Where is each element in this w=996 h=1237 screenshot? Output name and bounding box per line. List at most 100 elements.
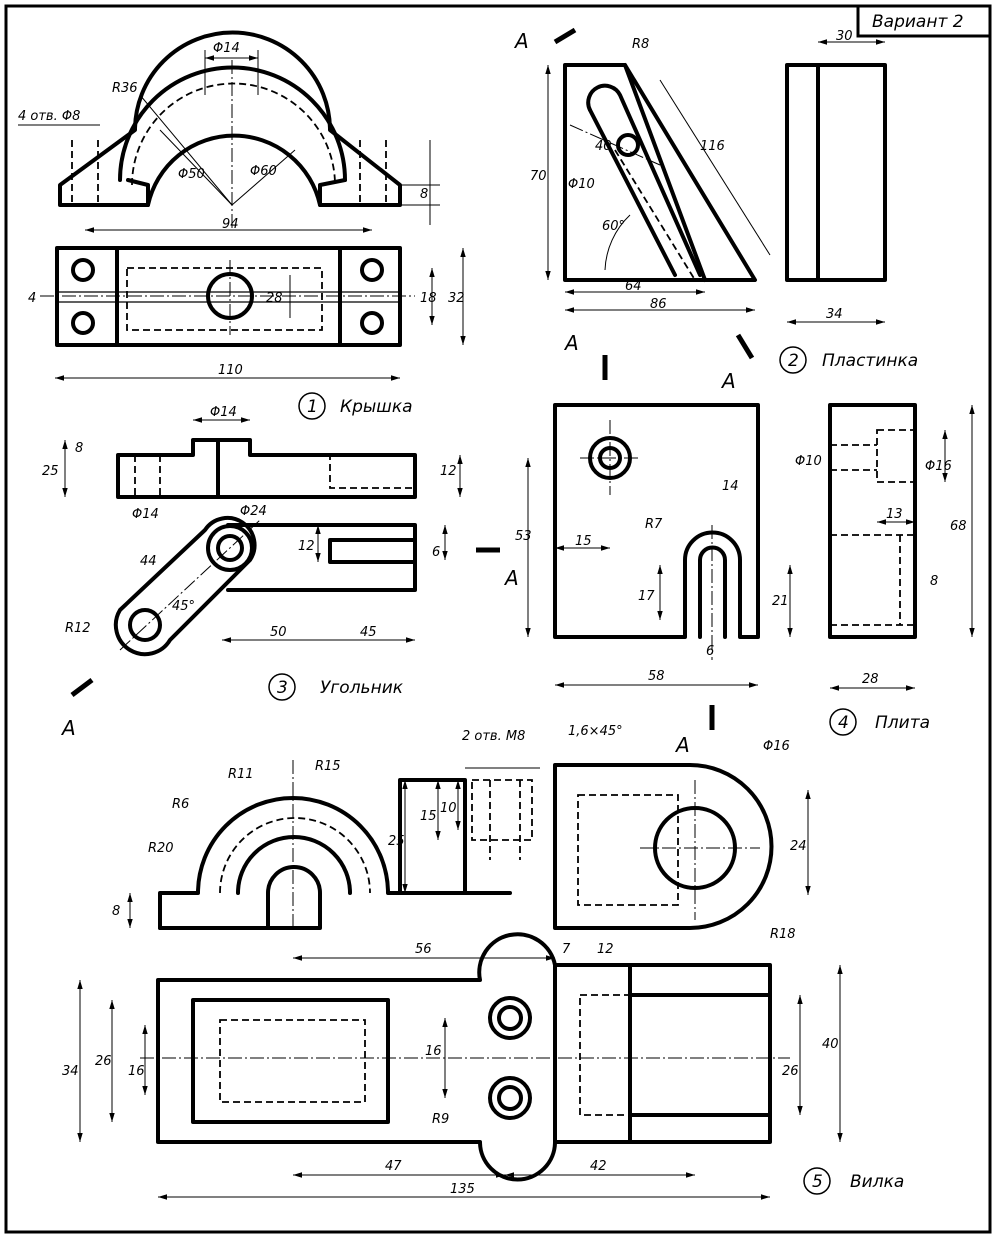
p5-h16: 16 xyxy=(128,1064,145,1079)
part-3-number: 3 xyxy=(277,678,288,698)
part-1-number-circle xyxy=(298,392,326,420)
p3-h8: 8 xyxy=(75,441,83,456)
p5-h24: 24 xyxy=(790,839,807,854)
section-mark-5: A xyxy=(60,716,76,740)
part-3-top-view xyxy=(70,515,500,697)
p3-h12: 12 xyxy=(440,464,457,479)
p1-d14: Φ14 xyxy=(213,41,240,56)
p3-a45: 45° xyxy=(172,599,195,614)
part-5-front-view xyxy=(127,760,811,930)
p2-w30: 30 xyxy=(836,29,853,44)
p5-r15: R15 xyxy=(315,759,341,774)
p3-w50: 50 xyxy=(270,625,287,640)
part-1-top-view xyxy=(40,246,466,381)
part-2-front-view xyxy=(545,27,771,360)
p5-h26: 26 xyxy=(95,1054,112,1069)
p2-l116: 116 xyxy=(700,139,725,154)
p4-w14: 14 xyxy=(722,479,739,494)
part-4-name: Плита xyxy=(875,713,930,733)
p2-h70: 70 xyxy=(530,169,547,184)
variant-box xyxy=(856,4,992,38)
p5-d16: Φ16 xyxy=(763,739,790,754)
p4-w15: 15 xyxy=(575,534,592,549)
p1-d50: Φ50 xyxy=(178,167,205,182)
p2-w64: 64 xyxy=(625,279,642,294)
p5-h8: 8 xyxy=(112,904,120,919)
p5-r20: R20 xyxy=(148,841,174,856)
p1-h32: 32 xyxy=(448,291,465,306)
variant-label: Вариант 2 xyxy=(872,12,964,32)
p4-h53: 53 xyxy=(515,529,532,544)
p5-r9: R9 xyxy=(432,1112,449,1127)
section-mark-4: A xyxy=(503,566,519,590)
p4-h17: 17 xyxy=(638,589,655,604)
section-mark-3: A xyxy=(720,369,736,393)
part-2-number-circle xyxy=(779,346,807,374)
p2-l40: 40 xyxy=(595,139,612,154)
p4-d16: Φ16 xyxy=(925,459,952,474)
p3-h12b: 12 xyxy=(298,539,315,554)
p5-h15: 15 xyxy=(420,809,437,824)
p2-w86: 86 xyxy=(650,297,667,312)
part-1-name: Крышка xyxy=(340,397,413,417)
p5-h40: 40 xyxy=(822,1037,839,1052)
p2-d10: Φ10 xyxy=(568,177,595,192)
p5-chamfer: 1,6×45° xyxy=(568,724,623,739)
p5-holes: 2 отв. M8 xyxy=(462,729,525,744)
section-mark-6: A xyxy=(674,733,690,757)
part-3-name: Угольник xyxy=(320,678,404,698)
part-5-number-circle xyxy=(803,1167,831,1195)
part-4-side-view xyxy=(828,403,975,691)
p1-holes: 4 отв. Φ8 xyxy=(18,109,80,124)
p3-h6: 6 xyxy=(432,545,440,560)
part-5-number: 5 xyxy=(812,1172,823,1192)
part-1-front-view xyxy=(18,30,440,233)
section-mark-1: A xyxy=(513,29,529,53)
p3-h25: 25 xyxy=(42,464,59,479)
p3-d14a: Φ14 xyxy=(210,405,237,420)
p2-r8: R8 xyxy=(632,37,649,52)
p5-r6: R6 xyxy=(172,797,189,812)
p1-h18: 18 xyxy=(420,291,437,306)
p1-w110: 110 xyxy=(218,363,243,378)
part-1-number: 1 xyxy=(307,397,318,417)
p4-d10: Φ10 xyxy=(795,454,822,469)
part-4-number-circle xyxy=(829,708,857,736)
p1-r36: R36 xyxy=(112,81,138,96)
part-2-side-view xyxy=(785,39,887,325)
p5-w42: 42 xyxy=(590,1159,607,1174)
p1-w94: 94 xyxy=(222,217,239,232)
p5-w12: 12 xyxy=(597,942,614,957)
p2-w34: 34 xyxy=(826,307,843,322)
p1-d4: 4 xyxy=(28,291,36,306)
p1-h8: 8 xyxy=(420,187,428,202)
p3-d14b: Φ14 xyxy=(132,507,159,522)
p4-w13: 13 xyxy=(886,507,903,522)
p5-r11: R11 xyxy=(228,767,254,782)
part-4-number: 4 xyxy=(838,713,849,733)
p4-w58: 58 xyxy=(648,669,665,684)
p1-h28: 28 xyxy=(266,291,283,306)
p3-r12: R12 xyxy=(65,621,91,636)
sheet-frame xyxy=(4,4,992,1234)
p4-h68: 68 xyxy=(950,519,967,534)
part-4-front-view xyxy=(525,355,793,730)
part-3-number-circle xyxy=(268,673,296,701)
part-5-name: Вилка xyxy=(850,1172,904,1192)
p4-h21: 21 xyxy=(772,594,789,609)
part-3-front-view xyxy=(62,417,463,499)
p4-w28: 28 xyxy=(862,672,879,687)
p5-w135: 135 xyxy=(450,1182,475,1197)
p5-h10: 10 xyxy=(440,801,457,816)
p4-w6: 6 xyxy=(706,644,714,659)
p5-w56: 56 xyxy=(415,942,432,957)
p2-a60: 60° xyxy=(602,219,625,234)
p5-h34: 34 xyxy=(62,1064,79,1079)
part-2-name: Пластинка xyxy=(822,351,918,371)
p5-r18: R18 xyxy=(770,927,796,942)
section-mark-2: A xyxy=(563,331,579,355)
p4-r7: R7 xyxy=(645,517,663,532)
p3-d24: Φ24 xyxy=(240,504,267,519)
p1-d60: Φ60 xyxy=(250,164,277,179)
